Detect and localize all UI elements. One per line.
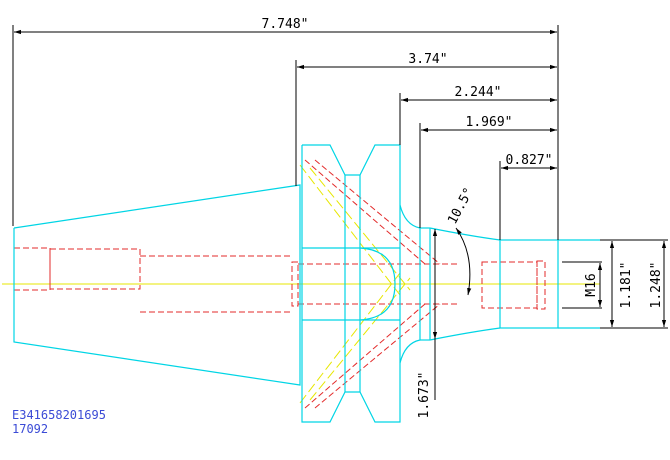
hidden-lines — [13, 159, 546, 409]
dimension-lines — [12, 25, 668, 400]
dim-nose-diameter: 1.248" — [649, 262, 664, 309]
part-outline — [13, 144, 600, 423]
dim-collar-to-end: 2.244" — [455, 85, 502, 100]
dim-taper-angle: 10.5° — [445, 185, 477, 227]
part-code-label: E341658201695 17092 — [12, 408, 106, 436]
dim-neck-diameter: 1.673" — [417, 372, 432, 419]
dim-thread: M16 — [584, 273, 599, 296]
dim-neck-to-end: 1.969" — [466, 115, 513, 130]
dim-overall-length: 7.748" — [262, 17, 309, 32]
dim-bore-diameter: 1.181" — [619, 262, 634, 309]
centerline — [2, 164, 600, 404]
part-code: 17092 — [12, 422, 49, 436]
dim-nose-length: 0.827" — [506, 153, 553, 168]
part-number: E341658201695 — [12, 408, 106, 422]
dim-flange-to-end: 3.74" — [408, 52, 447, 67]
